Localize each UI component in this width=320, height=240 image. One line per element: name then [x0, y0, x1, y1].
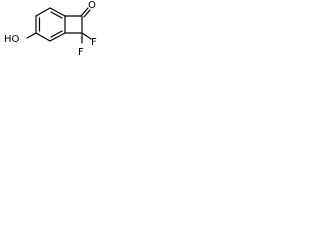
structure-diagram: O HO F F: [4, 0, 97, 58]
ring-bond-lower-left: [35, 32, 51, 42]
fluorine-bond-upper: [81, 32, 92, 40]
carbonyl-bond-b: [83, 9, 91, 18]
fluorine-lower-label: F: [78, 47, 84, 58]
oxygen-label: O: [88, 0, 96, 11]
atom-labels: O HO F F: [4, 0, 97, 58]
hydroxyl-label: HO: [4, 34, 20, 45]
carbonyl-bond-a: [80, 7, 89, 17]
ring-bond-upper-left: [35, 7, 51, 17]
fluorine-upper-label: F: [91, 37, 97, 48]
ring-bond-lower-right: [49, 32, 66, 42]
ring-bond-lower-right-inner: [50, 30, 63, 38]
hydroxyl-bond: [26, 32, 37, 39]
ring-bond-top-left: [49, 7, 66, 17]
ring-bond-top-left-inner: [50, 11, 63, 19]
bond-lines: [26, 7, 92, 44]
